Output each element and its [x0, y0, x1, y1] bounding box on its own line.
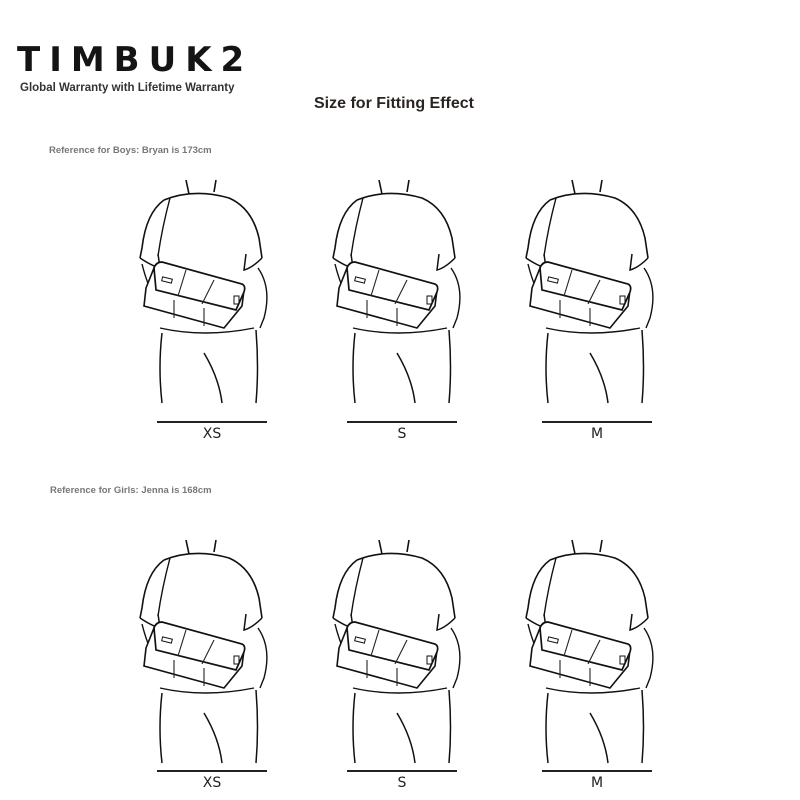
size-divider [347, 421, 457, 423]
girls-xs-figure-icon [139, 539, 268, 764]
size-label-m: M [590, 426, 604, 442]
boys-reference-label: Reference for Boys: Bryan is 173cm [49, 145, 212, 156]
size-label-xs: XS [202, 426, 222, 442]
boys-s-figure-icon [332, 179, 461, 404]
size-divider [347, 770, 457, 772]
warranty-tagline: Global Warranty with Lifetime Warranty [20, 82, 235, 94]
boys-m-figure-icon [525, 179, 654, 404]
size-divider [542, 421, 652, 423]
size-label-xs: XS [202, 775, 222, 791]
size-label-m: M [590, 775, 604, 791]
page-title: Size for Fitting Effect [314, 95, 474, 112]
size-divider [157, 421, 267, 423]
size-label-s: S [397, 775, 407, 791]
size-divider [542, 770, 652, 772]
size-label-s: S [397, 426, 407, 442]
girls-m-figure-icon [525, 539, 654, 764]
girls-s-figure-icon [332, 539, 461, 764]
girls-reference-label: Reference for Girls: Jenna is 168cm [50, 485, 212, 496]
brand-logo: TIMBUK2 [17, 40, 254, 80]
size-divider [157, 770, 267, 772]
boys-xs-figure-icon [139, 179, 268, 404]
